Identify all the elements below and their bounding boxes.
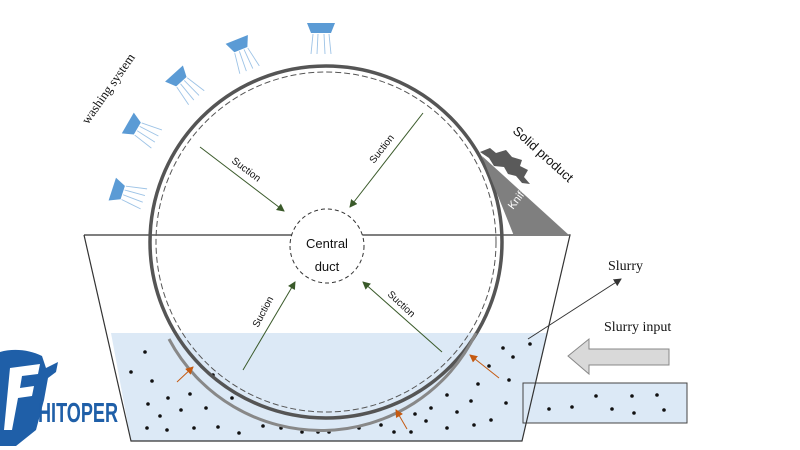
- logo-icon: HITOPER: [0, 349, 118, 446]
- particles: [129, 342, 666, 435]
- spray-nozzle-icon: [108, 177, 148, 210]
- suction-label: Suction: [251, 295, 276, 330]
- slurry-input-label: Slurry input: [604, 320, 671, 335]
- spray-nozzle-icon: [225, 34, 260, 74]
- cake-arrow: [176, 366, 194, 383]
- central-duct: [289, 208, 365, 284]
- central-duct-label: duct: [315, 259, 340, 274]
- cake-arrow: [395, 409, 408, 430]
- filter-cake: [167, 332, 478, 432]
- spray-nozzle-icon: [307, 23, 335, 55]
- washing-nozzles: [108, 23, 335, 210]
- suction-label: Suction: [229, 156, 262, 185]
- knife-icon: [482, 156, 570, 236]
- spray-nozzle-icon: [121, 112, 163, 149]
- washing-system-label: washing system: [78, 50, 138, 126]
- suction-arrow: [349, 112, 424, 208]
- inlet-pipe: [522, 382, 688, 424]
- cake-arrow: [469, 354, 500, 379]
- slurry-pointer: [527, 278, 622, 340]
- slurry-label: Slurry: [608, 259, 643, 274]
- input-arrow-icon: [567, 337, 670, 376]
- slurry-liquid: [111, 333, 548, 441]
- suction-arrow: [242, 281, 296, 371]
- suction-arrow: [199, 146, 285, 212]
- tank: [83, 234, 571, 442]
- suction-label: Suction: [368, 133, 397, 166]
- filter-drum: [148, 64, 504, 420]
- suction-arrow: [362, 281, 443, 353]
- filter-cloth: [155, 71, 497, 413]
- solid-product-icon: [480, 148, 530, 184]
- spray-nozzle-icon: [165, 65, 205, 106]
- logo-text: HITOPER: [38, 397, 118, 428]
- central-duct-label: Central: [306, 236, 348, 251]
